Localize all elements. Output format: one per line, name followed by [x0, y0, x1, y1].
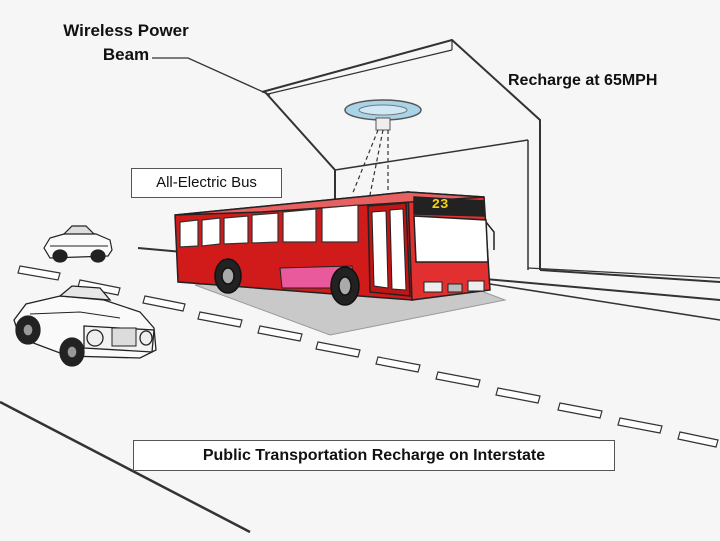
bus-side-windows [179, 204, 359, 248]
all-electric-bus-label: All-Electric Bus [131, 168, 282, 198]
bus-roof [174, 191, 485, 216]
convertible-car [13, 285, 157, 367]
bus-windshield [413, 215, 489, 263]
wireless-power-beam-label: Wireless Power Beam [56, 19, 196, 67]
sports-car [43, 225, 113, 263]
diagram-caption: Public Transportation Recharge on Inters… [133, 440, 615, 471]
charging-gantry [261, 38, 720, 283]
shoulder-line [489, 283, 720, 321]
road-near-edge [0, 400, 251, 534]
bus-wheels [214, 258, 360, 306]
beam-label-line2: Beam [102, 45, 150, 64]
beam-leader-line [152, 57, 271, 96]
power-beam [351, 129, 389, 196]
beam-emitter [344, 99, 422, 131]
recharge-speed-label: Recharge at 65MPH [508, 72, 658, 89]
electric-bus [174, 191, 495, 301]
beam-label-line1: Wireless Power [63, 21, 189, 40]
route-board [413, 196, 485, 217]
bus-route-number: 23 [431, 197, 449, 213]
